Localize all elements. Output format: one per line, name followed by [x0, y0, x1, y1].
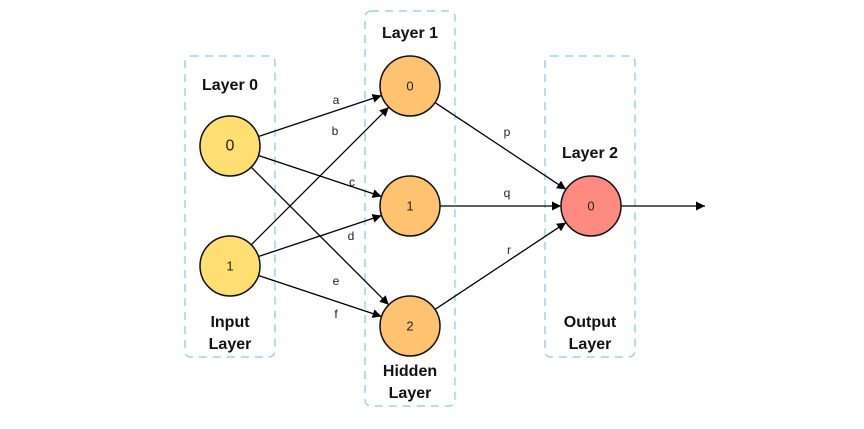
edge-c [258, 154, 382, 198]
hidden-node-2-label: 2 [406, 319, 413, 334]
output-layer-caption-2: Layer [569, 336, 612, 353]
output-layer-caption-1: Output [564, 314, 617, 331]
edge-label-f: f [334, 307, 338, 321]
output-node-0 [560, 175, 622, 237]
edge-label-e: e [333, 274, 340, 288]
output-layer-title: Layer 2 [562, 145, 618, 162]
hidden-layer-caption-1: Hidden [383, 363, 437, 380]
edge-label-d: d [348, 229, 355, 243]
edge-p [434, 102, 567, 190]
input-node-0-label: 0 [226, 138, 235, 155]
hidden-node-0-label: 0 [406, 79, 413, 94]
input-layer-caption-1: Input [210, 314, 250, 331]
input-layer-box [184, 55, 276, 358]
input-node-1 [199, 235, 261, 297]
edge-label-b: b [332, 124, 339, 138]
output-node-0-label: 0 [587, 199, 594, 214]
hidden-layer-caption-2: Layer [389, 385, 432, 402]
edge-a [258, 94, 382, 138]
edge-label-q: q [504, 186, 511, 200]
hidden-layer-title: Layer 1 [382, 25, 438, 42]
input-node-1-label: 1 [226, 259, 233, 274]
nodes: 0 1 0 1 2 0 [199, 55, 622, 357]
edge-label-c: c [349, 175, 355, 189]
edge-label-r: r [507, 243, 511, 257]
hidden-node-2 [379, 295, 441, 357]
edges [250, 94, 567, 318]
input-layer-caption-2: Layer [209, 336, 252, 353]
hidden-node-1-label: 1 [406, 199, 413, 214]
edge-label-a: a [333, 93, 340, 107]
edge-label-p: p [504, 125, 511, 139]
edge-r [434, 222, 567, 310]
hidden-layer-box [364, 10, 456, 407]
hidden-node-1 [379, 175, 441, 237]
hidden-node-0 [379, 55, 441, 117]
input-layer-title: Layer 0 [202, 77, 258, 94]
edge-e [250, 166, 390, 306]
edge-f [258, 274, 382, 318]
input-node-0 [199, 115, 261, 177]
